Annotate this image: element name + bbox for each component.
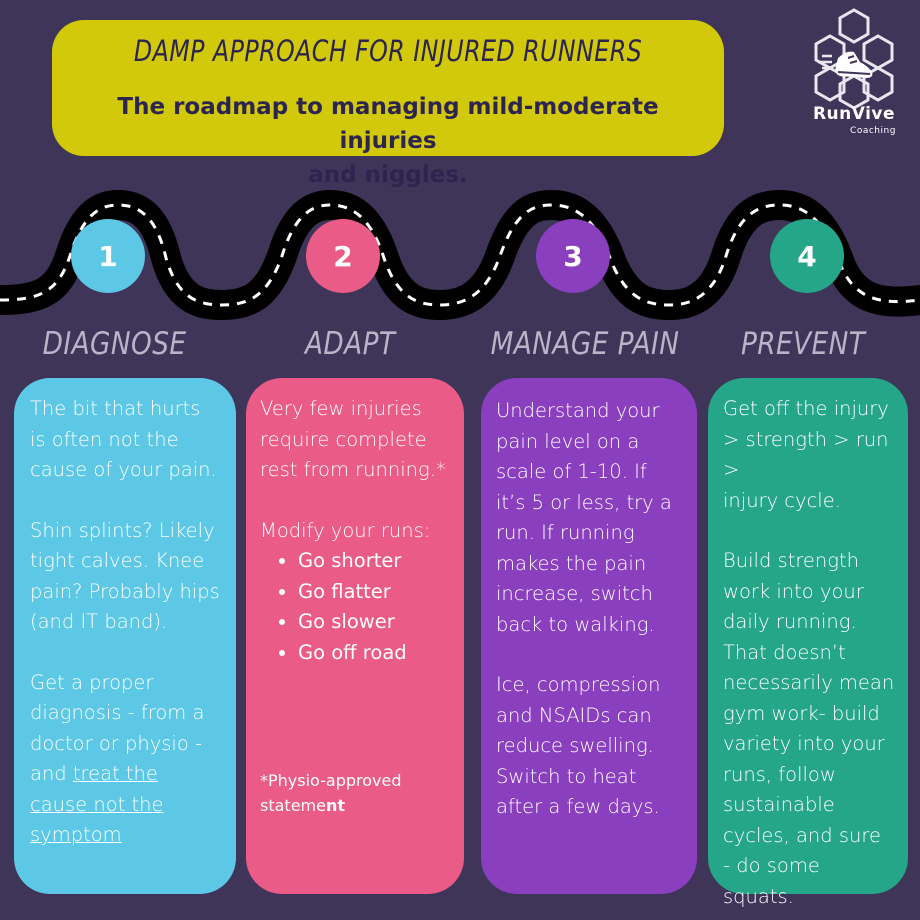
emphasis-text: cause not the <box>30 792 164 816</box>
subtitle-line: The roadmap to managing mild-moderate in… <box>117 94 659 154</box>
prevent-card: Get off the injury > strength > run > in… <box>708 378 908 908</box>
card-line: back to walking. <box>496 612 655 636</box>
running-shoe-hexagon-icon <box>814 8 894 110</box>
card-line: run. If running <box>496 521 635 544</box>
emphasis-text: treat the <box>72 762 158 785</box>
logo-subtitle: Coaching <box>850 126 896 136</box>
adapt-card: Very few injuries require complete rest … <box>246 378 464 894</box>
card-line: gym work- build <box>723 701 880 725</box>
card-line: Get a proper <box>30 670 154 694</box>
card-line: sustainable <box>723 793 835 816</box>
list-item: Go shorter <box>298 546 464 577</box>
card-line: cycles, and sure <box>723 823 881 847</box>
step-title-text: ADAPT <box>304 326 396 362</box>
list-item: Go off road <box>298 638 464 669</box>
page-title: DAMP APPROACH FOR INJURED RUNNERS <box>133 34 643 68</box>
footnote-text: stateme <box>260 796 326 815</box>
modify-list: Go shorter Go flatter Go slower Go off r… <box>260 546 464 668</box>
card-line: variety into your <box>723 732 885 755</box>
manage-pain-card: Understand your pain level on a scale of… <box>481 378 697 894</box>
card-line: The bit that hurts <box>30 397 201 420</box>
card-line: pain? Probably hips <box>30 579 220 603</box>
step-2-title: ADAPT <box>235 326 465 362</box>
card-line: Shin splints? Likely <box>30 518 215 542</box>
card-line: is often not the <box>30 427 179 451</box>
step-3-title: MANAGE PAIN <box>470 326 700 362</box>
card-line: it’s 5 or less, try a <box>496 490 672 514</box>
card-line: That doesn’t <box>723 640 846 664</box>
page-subtitle: The roadmap to managing mild-moderate in… <box>74 90 702 192</box>
card-line: rest from running.* <box>260 458 446 481</box>
card-line: tight calves. Knee <box>30 549 205 572</box>
emphasis-text: symptom <box>30 823 122 846</box>
step-title-text: PREVENT <box>740 326 866 362</box>
card-line: - do some <box>723 854 820 877</box>
step-3-badge: 3 <box>536 219 610 293</box>
card-line: doctor or physio - <box>30 731 202 755</box>
card-line: > strength > run > <box>723 427 889 482</box>
list-item: Go flatter <box>298 577 464 608</box>
footnote-line: statement <box>260 793 402 818</box>
step-title-text: DIAGNOSE <box>43 326 187 362</box>
card-line: squats. <box>723 884 794 908</box>
winding-road <box>0 189 920 321</box>
footnote: *Physio-approved statement <box>260 768 402 818</box>
card-line: and treat the <box>30 759 236 790</box>
footnote-text-bold: nt <box>325 796 346 815</box>
card-line: Modify your runs: <box>260 518 431 542</box>
step-1-badge: 1 <box>71 219 145 293</box>
card-line: reduce swelling. <box>496 734 654 757</box>
header-banner: DAMP APPROACH FOR INJURED RUNNERS The ro… <box>52 20 724 188</box>
card-text: and <box>30 762 73 785</box>
step-title-text: MANAGE PAIN <box>490 326 680 362</box>
footnote-line: *Physio-approved <box>260 771 402 790</box>
card-line: require complete <box>260 427 427 451</box>
card-line: and NSAIDs can <box>496 703 652 727</box>
card-line: work into your <box>723 579 864 603</box>
card-line: diagnosis - from a <box>30 701 205 724</box>
logo-name: RunVive <box>812 104 896 124</box>
card-line: (and IT band). <box>30 610 168 633</box>
card-line: Understand your <box>496 399 660 422</box>
step-4-badge: 4 <box>770 219 844 293</box>
card-line: necessarily mean <box>723 671 895 694</box>
card-line: makes the pain <box>496 551 647 575</box>
step-4-title: PREVENT <box>688 326 918 362</box>
card-line: Switch to heat <box>496 764 637 788</box>
card-line: increase, switch <box>496 582 653 605</box>
card-line: Get off the injury <box>723 397 889 420</box>
card-line: Ice, compression <box>496 673 661 696</box>
card-line: pain level on a <box>496 429 640 453</box>
step-1-title: DIAGNOSE <box>0 326 230 362</box>
diagnose-card: The bit that hurts is often not the caus… <box>14 378 236 894</box>
card-line: after a few days. <box>496 795 660 818</box>
step-2-badge: 2 <box>306 219 380 293</box>
card-line: injury cycle. <box>723 488 841 512</box>
subtitle-line: and niggles. <box>308 162 468 188</box>
card-line: scale of 1-10. If <box>496 460 647 483</box>
card-line: Very few injuries <box>260 397 422 420</box>
card-line: cause of your pain. <box>30 458 217 481</box>
card-line: daily running. <box>723 610 857 633</box>
list-item: Go slower <box>298 607 464 638</box>
card-line: runs, follow <box>723 762 836 786</box>
card-line: Build strength <box>723 549 859 572</box>
